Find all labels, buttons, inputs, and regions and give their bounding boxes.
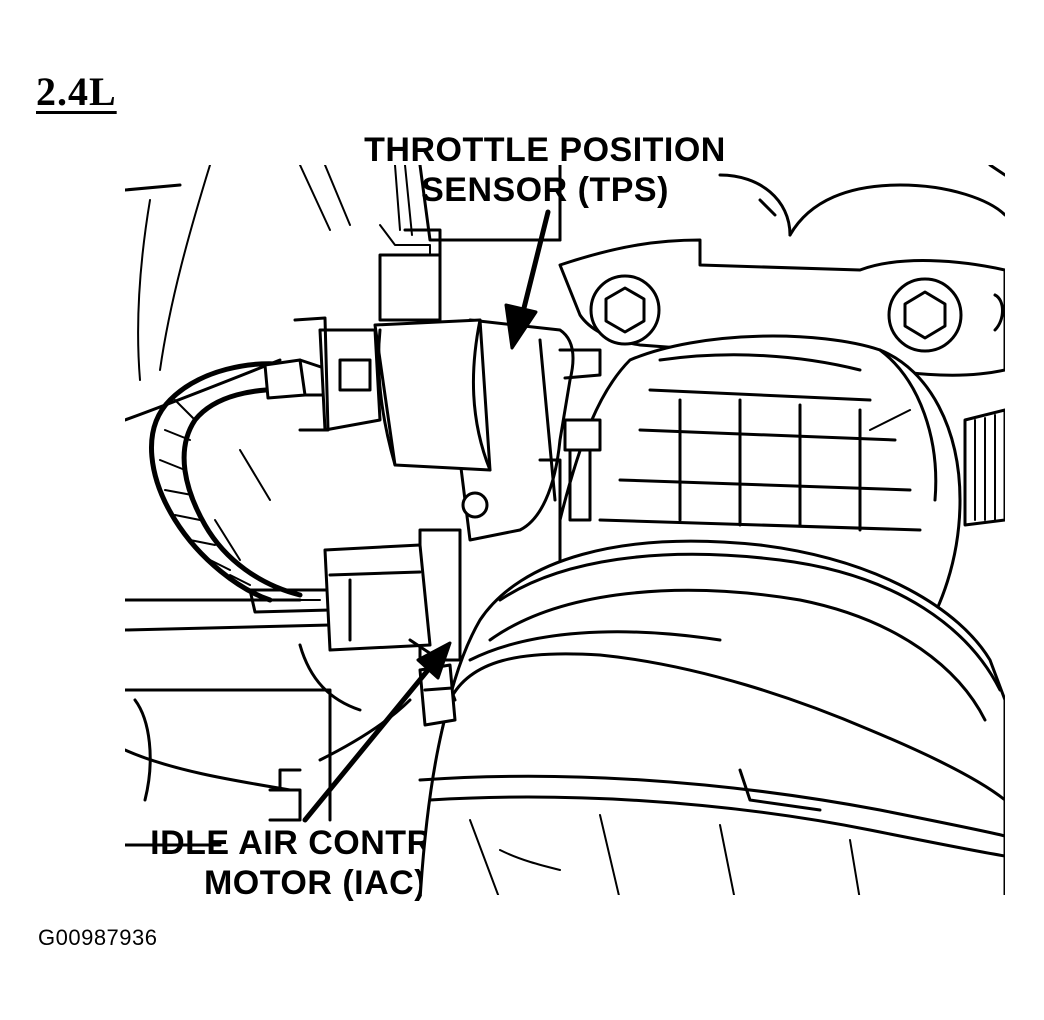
- idle-air-control-motor: [298, 528, 462, 727]
- tps-callout-line-1: THROTTLE POSITION: [364, 131, 726, 169]
- throttle-body-flange: [558, 238, 1005, 377]
- tps-callout-label: THROTTLE POSITION SENSOR (TPS): [330, 130, 760, 210]
- engine-size-label: 2.4L: [36, 69, 117, 114]
- wiring-harness: [149, 165, 431, 614]
- lower-bracket: [268, 698, 412, 822]
- iac-leader-arrow: [302, 641, 452, 823]
- bolt-icon: [589, 274, 661, 346]
- throttle-position-sensor: [293, 228, 602, 542]
- tps-callout-line-2: SENSOR (TPS): [421, 171, 669, 209]
- tps-leader-arrow: [504, 209, 551, 350]
- vacuum-fitting: [538, 418, 602, 522]
- intake-hose: [418, 539, 1005, 895]
- figure-id: G00987936: [38, 925, 158, 950]
- iac-callout-line-2: MOTOR (IAC): [203, 864, 427, 902]
- bolt-icon: [887, 277, 963, 353]
